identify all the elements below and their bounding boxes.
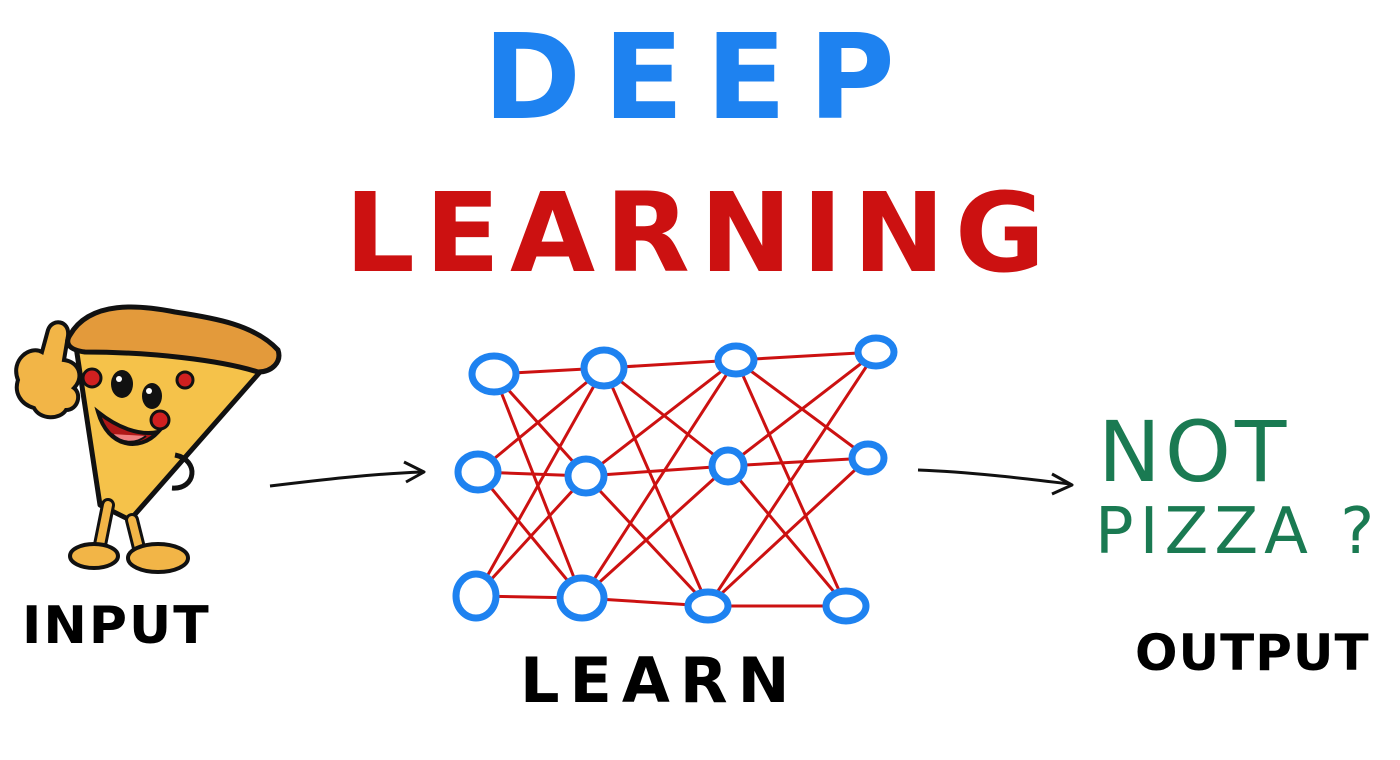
network-node bbox=[822, 587, 870, 625]
network-node bbox=[556, 574, 608, 622]
network-edge bbox=[602, 367, 710, 607]
title-deep: DEEP bbox=[483, 8, 917, 146]
result-line-2: PIZZA ? bbox=[1095, 495, 1381, 569]
result-line-1: NOT bbox=[1098, 403, 1291, 501]
network-node bbox=[854, 334, 898, 370]
network-edge bbox=[735, 350, 877, 362]
network-node bbox=[452, 570, 500, 622]
network-edge bbox=[603, 366, 729, 468]
output-label: OUTPUT bbox=[1135, 624, 1370, 682]
network-edge bbox=[474, 367, 606, 597]
network-edge bbox=[726, 465, 848, 607]
network-edge bbox=[477, 366, 605, 474]
network-edge bbox=[727, 456, 869, 468]
network-edge bbox=[474, 474, 588, 598]
input-label: INPUT bbox=[22, 596, 211, 656]
title-learning: LEARNING bbox=[344, 169, 1056, 297]
learn-label: LEARN bbox=[520, 644, 800, 717]
network-node bbox=[708, 446, 748, 486]
input-arrow bbox=[269, 460, 426, 488]
network-edge bbox=[706, 351, 878, 607]
output-arrow bbox=[917, 468, 1074, 496]
pizza-slice-mascot-icon bbox=[14, 304, 282, 574]
network-edge bbox=[727, 350, 877, 468]
network-node bbox=[848, 440, 888, 476]
neural-network bbox=[452, 334, 898, 625]
network-edge bbox=[585, 464, 729, 478]
network-node bbox=[454, 450, 502, 494]
network-edge bbox=[706, 456, 870, 608]
network-edge bbox=[585, 358, 737, 478]
network-node bbox=[714, 342, 758, 378]
network-node bbox=[564, 455, 608, 497]
network-node bbox=[468, 352, 520, 396]
network-edge bbox=[580, 359, 738, 599]
network-node bbox=[580, 346, 628, 390]
network-node bbox=[684, 588, 732, 624]
network-edge bbox=[580, 464, 730, 600]
